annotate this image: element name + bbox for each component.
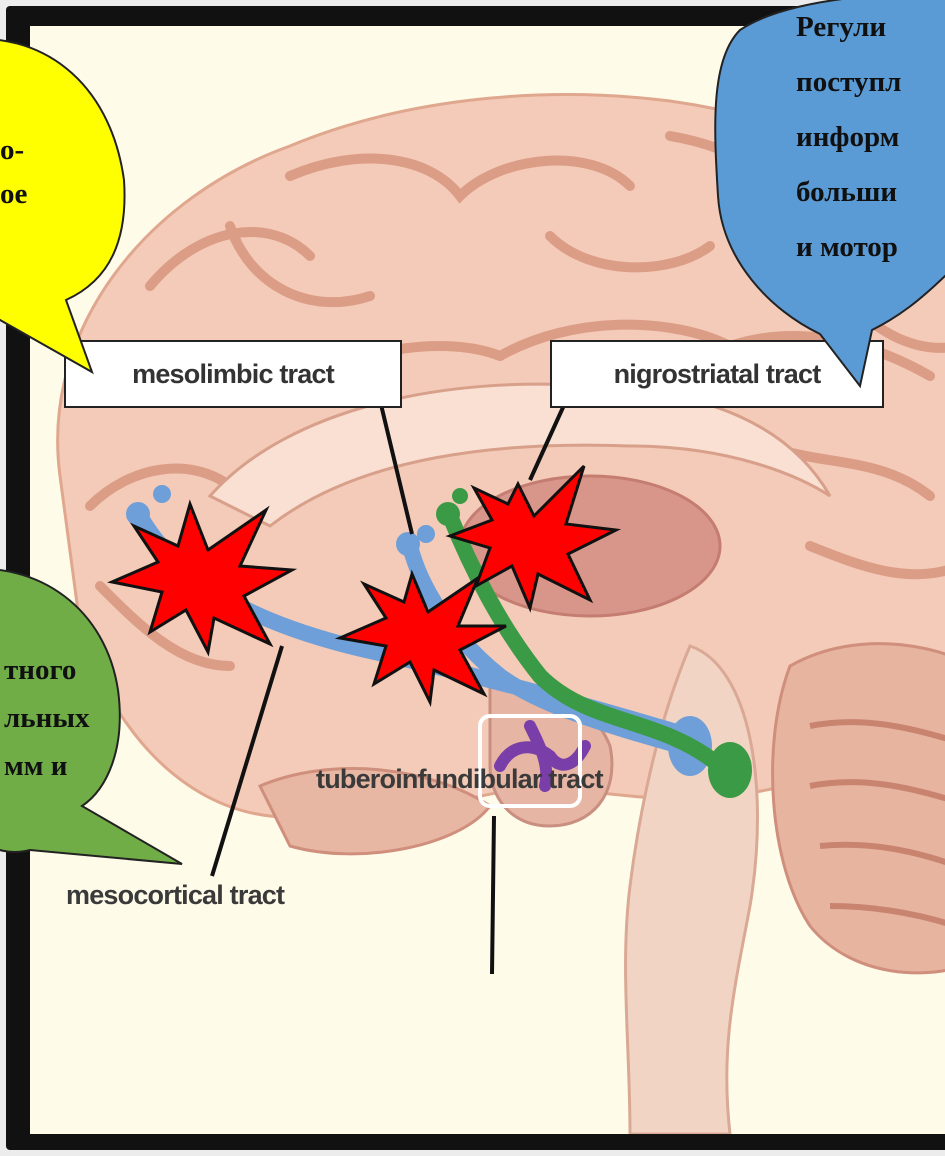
green-callout-line: тного	[4, 646, 89, 694]
blue-callout-text: Регули поступл информ больши и мотор	[796, 0, 901, 275]
mesolimbic-tract-label: mesolimbic tract	[64, 340, 402, 408]
blue-callout-line: поступл	[796, 55, 901, 110]
blue-callout-line: информ	[796, 110, 901, 165]
yellow-callout-line: о-	[0, 128, 27, 172]
cerebellum	[773, 644, 945, 973]
nigrostriatal-tract-label: nigrostriatal tract	[550, 340, 884, 408]
yellow-callout-line: ое	[0, 172, 27, 216]
nigrostriatal-tract-text: nigrostriatal tract	[614, 359, 821, 390]
blue-callout-line: больши	[796, 165, 901, 220]
green-callout-line: мм и	[4, 742, 89, 790]
tuberoinfundibular-tract-label: tuberoinfundibular tract	[316, 764, 603, 795]
blue-callout-line: Регули	[796, 0, 901, 55]
mesolimbic-tract-text: mesolimbic tract	[132, 359, 334, 390]
mesocortical-tract-label: mesocortical tract	[66, 880, 284, 911]
yellow-callout-text: о- ое	[0, 128, 27, 216]
green-callout-text: тного льных мм и	[4, 646, 89, 790]
green-callout-line: льных	[4, 694, 89, 742]
blue-callout-line: и мотор	[796, 220, 901, 275]
